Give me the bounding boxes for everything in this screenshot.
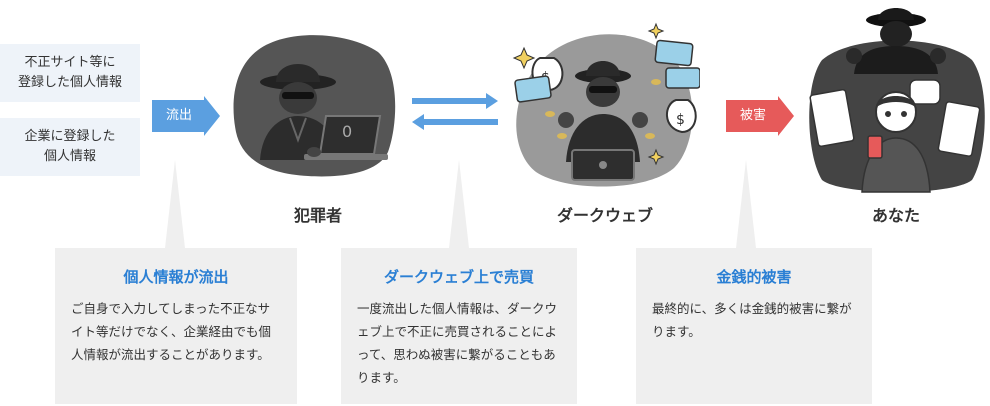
- callout-body: ご自身で入力してしまった不正なサイト等だけでなく、企業経由でも個人情報が流出する…: [71, 301, 272, 362]
- damage-arrow: 被害: [726, 96, 796, 136]
- darkweb-illustration: $ $: [506, 22, 701, 190]
- arrow-right-icon: [152, 96, 220, 136]
- callout-title: 金銭的被害: [716, 268, 792, 286]
- callout-pointer: [449, 160, 469, 248]
- callout-damage: 金銭的被害 最終的に、多くは金銭的被害に繋がります。: [636, 160, 872, 404]
- callout-pointer: [165, 160, 185, 248]
- callout-title: 個人情報が流出: [123, 268, 229, 286]
- leak-label: 流出: [165, 108, 192, 123]
- callout-trade: ダークウェブ上で売買 一度流出した個人情報は、ダークウェブ上で不正に売買されるこ…: [341, 160, 577, 404]
- criminal-caption: 犯罪者: [293, 206, 342, 225]
- source-box-company: 企業に登録した 個人情報: [0, 118, 140, 176]
- victim-caption: あなた: [871, 206, 920, 225]
- source-box-fraud-site: 不正サイト等に 登録した個人情報: [0, 44, 140, 102]
- callout-title: ダークウェブ上で売買: [383, 268, 534, 286]
- exchange-arrows: [410, 92, 500, 132]
- callout-body: 最終的に、多くは金銭的被害に繋がります。: [652, 301, 852, 339]
- criminal-illustration: 0: [228, 28, 400, 178]
- svg-text:$: $: [676, 112, 685, 128]
- exchange-arrow-icon: [412, 93, 498, 130]
- leak-arrow: 流出: [152, 96, 222, 136]
- callout-leak: 個人情報が流出 ご自身で入力してしまった不正なサイト等だけでなく、企業経由でも個…: [55, 160, 297, 404]
- victim-illustration: [802, 4, 990, 194]
- source-label: 不正サイト等に 登録した個人情報: [17, 55, 122, 90]
- damage-label: 被害: [739, 108, 766, 123]
- darkweb-caption: ダークウェブ: [556, 206, 653, 225]
- source-label: 企業に登録した 個人情報: [24, 129, 116, 164]
- arrow-right-icon: [726, 96, 794, 136]
- laptop-logo: 0: [342, 122, 353, 141]
- callout-pointer: [736, 160, 756, 248]
- callout-body: 一度流出した個人情報は、ダークウェブ上で不正に売買されることによって、思わぬ被害…: [357, 301, 558, 385]
